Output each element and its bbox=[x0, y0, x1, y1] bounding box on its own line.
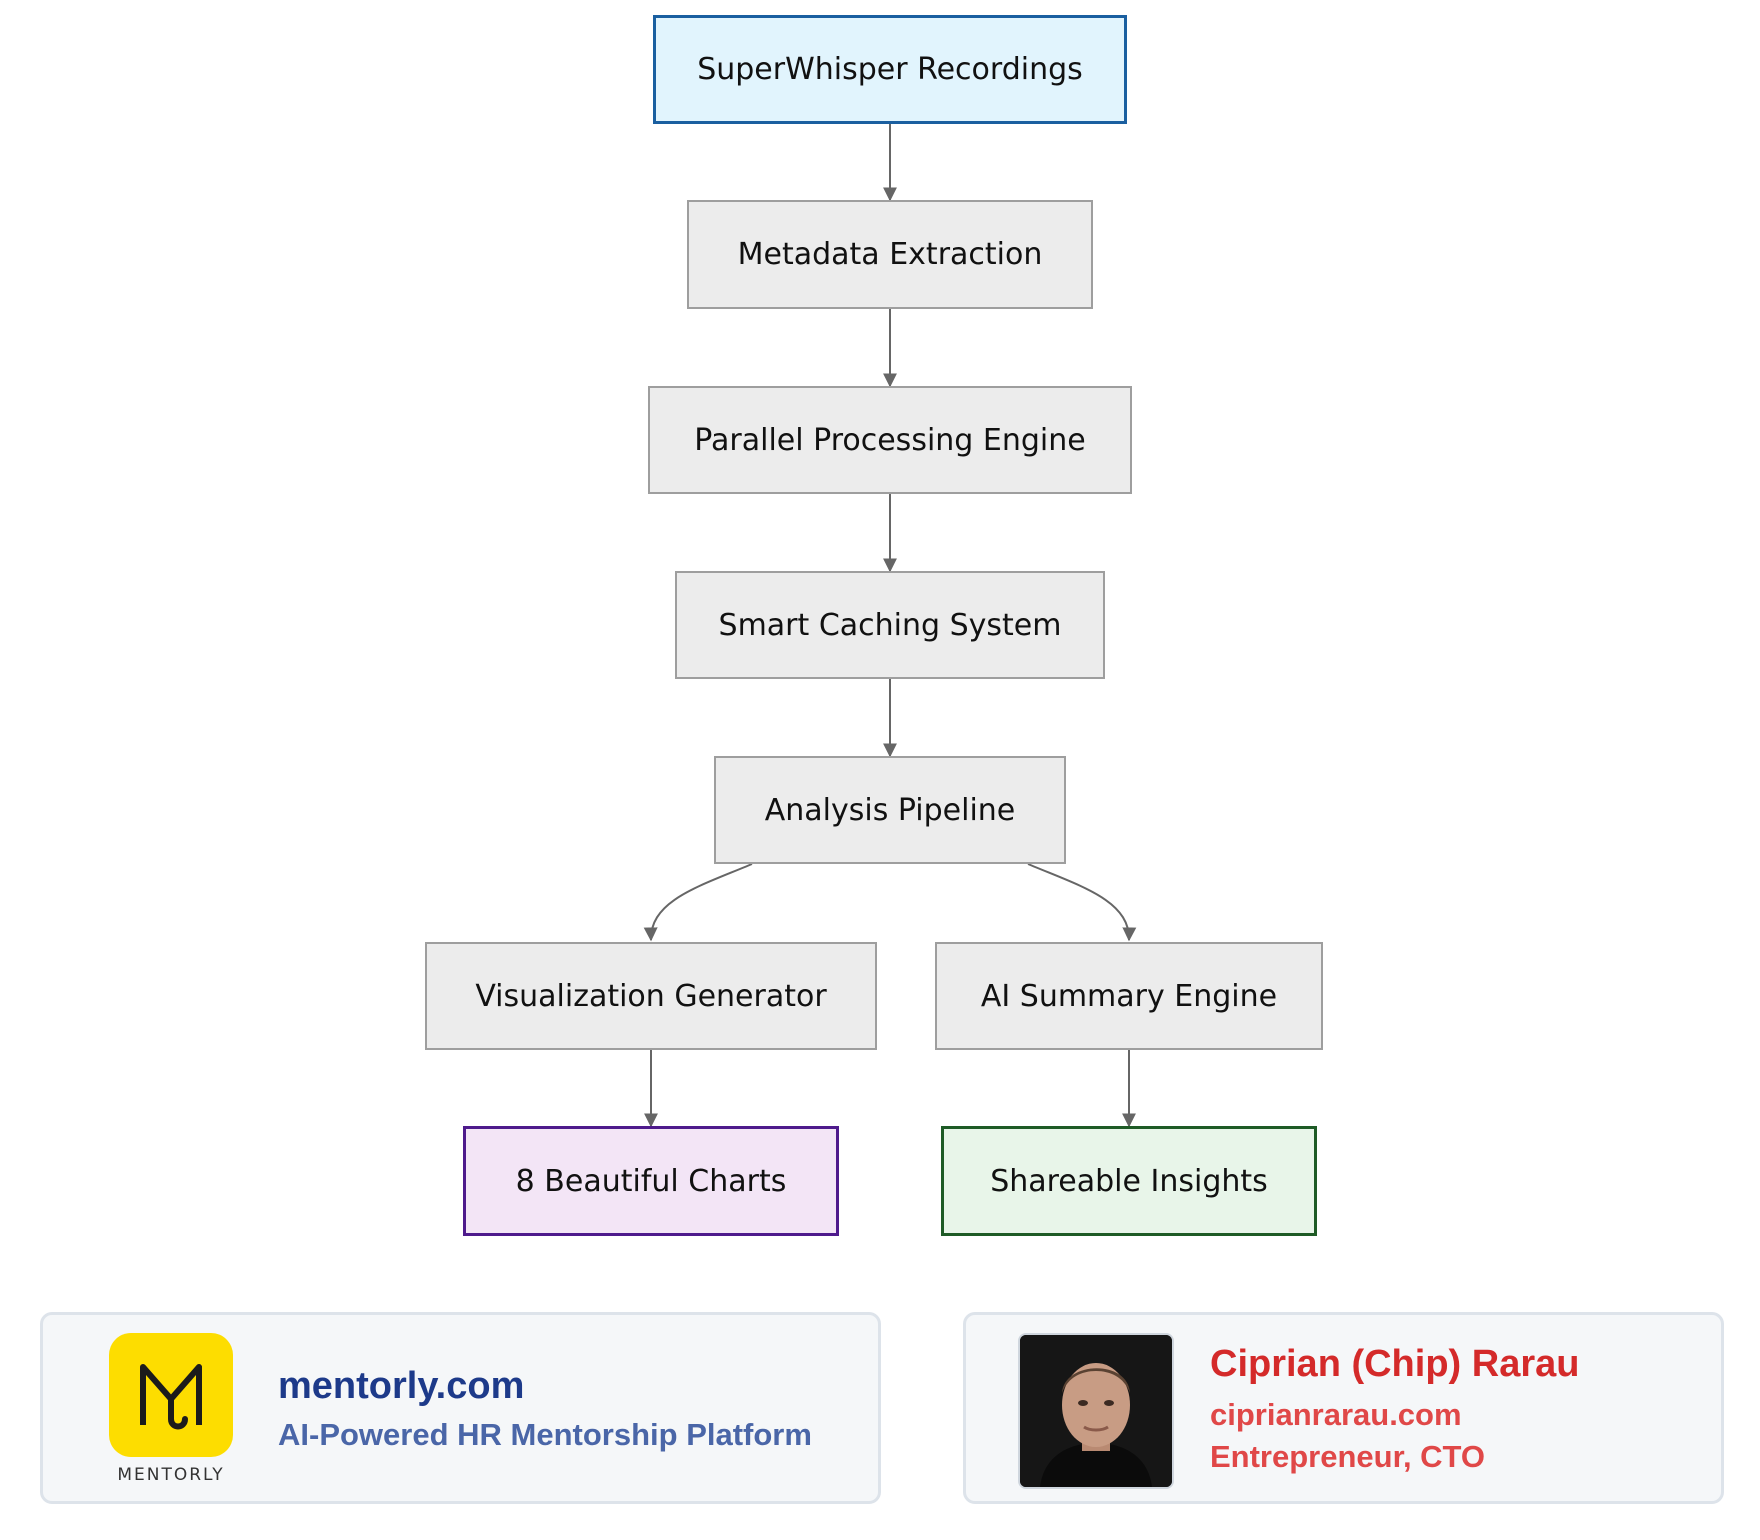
node-label: 8 Beautiful Charts bbox=[515, 1163, 787, 1199]
author-name: Ciprian (Chip) Rarau bbox=[1210, 1343, 1580, 1385]
node-label: Smart Caching System bbox=[718, 607, 1062, 643]
edge-analysis-visualization bbox=[643, 863, 753, 942]
node-smart-caching-system: Smart Caching System bbox=[675, 571, 1105, 679]
author-portrait-icon bbox=[1020, 1335, 1172, 1487]
flowchart-edges bbox=[643, 124, 1137, 1128]
node-8-beautiful-charts: 8 Beautiful Charts bbox=[463, 1126, 839, 1236]
node-label: Shareable Insights bbox=[990, 1163, 1268, 1199]
node-label: SuperWhisper Recordings bbox=[697, 52, 1083, 87]
node-label: Visualization Generator bbox=[475, 978, 827, 1014]
mentorly-logo-wordmark: MENTORLY bbox=[117, 1465, 225, 1485]
node-metadata-extraction: Metadata Extraction bbox=[687, 200, 1093, 309]
node-label: Parallel Processing Engine bbox=[694, 422, 1086, 458]
node-parallel-processing-engine: Parallel Processing Engine bbox=[648, 386, 1132, 494]
author-site-link[interactable]: ciprianrarau.com bbox=[1210, 1397, 1462, 1432]
flowchart: SuperWhisper Recordings Metadata Extract… bbox=[425, 15, 1323, 1236]
node-visualization-generator: Visualization Generator bbox=[425, 942, 877, 1050]
mentorly-card: MENTORLY mentorly.com AI-Powered HR Ment… bbox=[40, 1312, 881, 1504]
author-card: Ciprian (Chip) Rarau ciprianrarau.com En… bbox=[963, 1312, 1724, 1504]
node-label: AI Summary Engine bbox=[980, 978, 1278, 1014]
node-label: Analysis Pipeline bbox=[764, 792, 1016, 828]
mentorly-site-link[interactable]: mentorly.com bbox=[278, 1365, 525, 1407]
mentorly-logo bbox=[109, 1333, 233, 1457]
mentorly-tagline: AI-Powered HR Mentorship Platform bbox=[278, 1417, 812, 1452]
author-avatar bbox=[1018, 1333, 1174, 1489]
edge-analysis-aisummary bbox=[1027, 863, 1137, 942]
mentorly-m-icon bbox=[140, 1364, 202, 1430]
node-ai-summary-engine: AI Summary Engine bbox=[935, 942, 1323, 1050]
author-role: Entrepreneur, CTO bbox=[1210, 1439, 1486, 1474]
node-label: Metadata Extraction bbox=[737, 237, 1043, 272]
node-shareable-insights: Shareable Insights bbox=[941, 1126, 1317, 1236]
node-analysis-pipeline: Analysis Pipeline bbox=[714, 756, 1066, 864]
node-superwhisper-recordings: SuperWhisper Recordings bbox=[653, 15, 1127, 124]
